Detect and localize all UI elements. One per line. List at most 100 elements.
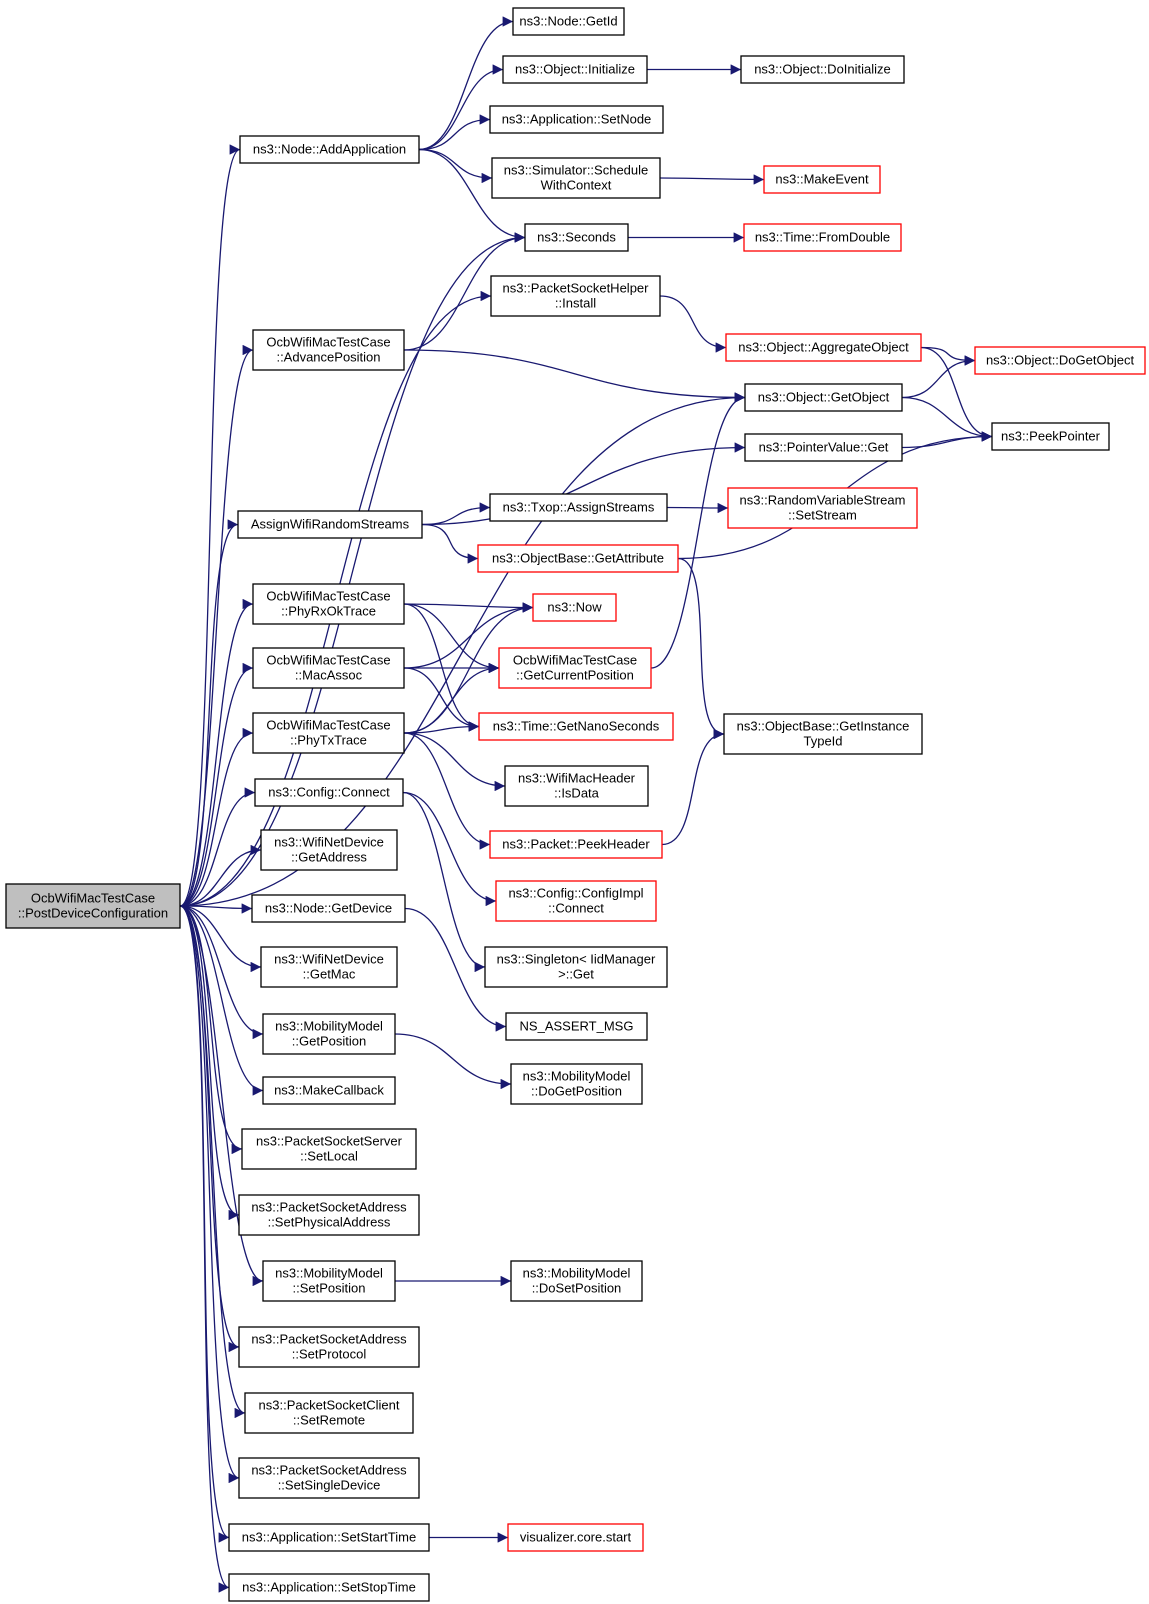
edge-objBaseGetAttr-to-objBaseGetInst xyxy=(677,557,725,740)
node-objBaseGetAttr[interactable]: ns3::ObjectBase::GetAttribute xyxy=(477,544,679,573)
node-appSetStop[interactable]: ns3::Application::SetStopTime xyxy=(228,1573,430,1602)
node-box xyxy=(489,493,668,522)
node-appSetNode[interactable]: ns3::Application::SetNode xyxy=(489,105,664,134)
edge-psHelperInstall-to-aggObj xyxy=(659,295,727,353)
node-rvsSetStream[interactable]: ns3::RandomVariableStream::SetStream xyxy=(727,487,918,529)
node-box xyxy=(262,1013,396,1055)
node-makeCallback[interactable]: ns3::MakeCallback xyxy=(262,1076,396,1105)
node-label: ns3::RandomVariableStream xyxy=(740,493,906,508)
edge-ptrValGet-to-peekPtr xyxy=(901,431,993,449)
node-label: ns3::WifiNetDevice xyxy=(274,835,384,850)
edge-simSched-to-makeEvent xyxy=(659,174,765,185)
node-phyRxOk[interactable]: OcbWifiMacTestCase::PhyRxOkTrace xyxy=(252,583,405,625)
node-box xyxy=(241,1128,417,1170)
node-box xyxy=(5,883,181,929)
node-appSetStart[interactable]: ns3::Application::SetStartTime xyxy=(228,1523,430,1552)
node-label: ns3::Seconds xyxy=(537,230,616,245)
edge-root-to-pscSetRemote xyxy=(179,905,246,1419)
node-label: NS_ASSERT_MSG xyxy=(520,1019,634,1034)
node-txopAssign[interactable]: ns3::Txop::AssignStreams xyxy=(489,493,668,522)
node-getNano[interactable]: ns3::Time::GetNanoSeconds xyxy=(478,712,674,741)
node-mmSetPos[interactable]: ns3::MobilityModel::SetPosition xyxy=(262,1260,396,1302)
node-assignWifi[interactable]: AssignWifiRandomStreams xyxy=(237,510,423,539)
edge-advPos-to-getObj xyxy=(403,349,746,403)
edge-assignWifi-to-txopAssign xyxy=(421,502,491,526)
node-box xyxy=(991,422,1110,451)
node-label: ns3::PacketSocketAddress xyxy=(251,1332,407,1347)
node-advPos[interactable]: OcbWifiMacTestCase::AdvancePosition xyxy=(252,329,405,371)
node-box xyxy=(740,55,905,84)
node-pscSetRemote[interactable]: ns3::PacketSocketClient::SetRemote xyxy=(244,1392,414,1434)
node-doGetObj[interactable]: ns3::Object::DoGetObject xyxy=(974,346,1146,375)
node-label: ::SetPosition xyxy=(293,1281,366,1296)
node-label: ::SetRemote xyxy=(293,1413,365,1428)
edge-root-to-advPos xyxy=(179,344,254,907)
node-peekHeader[interactable]: ns3::Packet::PeekHeader xyxy=(489,830,663,859)
node-box xyxy=(238,1194,420,1236)
node-label: WithContext xyxy=(541,178,612,193)
node-makeEvent[interactable]: ns3::MakeEvent xyxy=(763,165,881,194)
node-label: ns3::MobilityModel xyxy=(275,1019,383,1034)
node-label: ns3::Application::SetStartTime xyxy=(242,1530,416,1545)
node-psaSetSingle[interactable]: ns3::PacketSocketAddress::SetSingleDevic… xyxy=(238,1457,420,1499)
node-label: OcbWifiMacTestCase xyxy=(266,335,390,350)
node-nodeGetDevice[interactable]: ns3::Node::GetDevice xyxy=(251,894,406,923)
node-wndGetMac[interactable]: ns3::WifiNetDevice::GetMac xyxy=(260,946,398,988)
node-label: ns3::Object::DoInitialize xyxy=(754,62,891,77)
node-nodeGetId[interactable]: ns3::Node::GetId xyxy=(512,7,625,36)
node-wndGetAddr[interactable]: ns3::WifiNetDevice::GetAddress xyxy=(260,829,398,871)
node-ptrValGet[interactable]: ns3::PointerValue::Get xyxy=(744,433,903,462)
node-getObj[interactable]: ns3::Object::GetObject xyxy=(744,383,903,412)
node-cfgConnect[interactable]: ns3::Config::Connect xyxy=(254,778,404,807)
node-objDoInit[interactable]: ns3::Object::DoInitialize xyxy=(740,55,905,84)
node-singletonGet[interactable]: ns3::Singleton< IidManager>::Get xyxy=(484,946,668,988)
node-phyTx[interactable]: OcbWifiMacTestCase::PhyTxTrace xyxy=(252,712,405,754)
node-label: OcbWifiMacTestCase xyxy=(266,718,390,733)
node-label: ::PostDeviceConfiguration xyxy=(18,906,168,921)
node-isData[interactable]: ns3::WifiMacHeader::IsData xyxy=(504,765,649,807)
node-nodeAddApp[interactable]: ns3::Node::AddApplication xyxy=(239,135,420,164)
node-fromDouble[interactable]: ns3::Time::FromDouble xyxy=(743,223,902,252)
node-root[interactable]: OcbWifiMacTestCase::PostDeviceConfigurat… xyxy=(5,883,181,929)
edge-root-to-appSetStop xyxy=(179,905,230,1593)
edge-phyTx-to-peekHeader xyxy=(403,732,491,850)
node-aggObj[interactable]: ns3::Object::AggregateObject xyxy=(725,333,922,362)
node-label: ns3::Node::GetId xyxy=(519,14,617,29)
node-label: ns3::Object::DoGetObject xyxy=(986,353,1135,368)
node-label: ::Connect xyxy=(548,901,604,916)
node-psaSetPhys[interactable]: ns3::PacketSocketAddress::SetPhysicalAdd… xyxy=(238,1194,420,1236)
node-psHelperInstall[interactable]: ns3::PacketSocketHelper::Install xyxy=(490,275,661,317)
node-box xyxy=(228,1523,430,1552)
node-box xyxy=(504,765,649,807)
edge-root-to-psaSetProto xyxy=(179,905,240,1353)
edge-aggObj-to-doGetObj xyxy=(920,346,976,366)
node-peekPtr[interactable]: ns3::PeekPointer xyxy=(991,422,1110,451)
node-cfgImplConnect[interactable]: ns3::Config::ConfigImpl::Connect xyxy=(495,880,657,922)
node-seconds[interactable]: ns3::Seconds xyxy=(524,223,629,252)
node-label: ns3::Object::AggregateObject xyxy=(738,340,909,355)
node-mmDoGetPos[interactable]: ns3::MobilityModel::DoGetPosition xyxy=(510,1063,643,1105)
node-box xyxy=(489,830,663,859)
node-objInit[interactable]: ns3::Object::Initialize xyxy=(502,55,648,84)
node-box xyxy=(252,583,405,625)
node-label: ns3::Application::SetStopTime xyxy=(242,1580,416,1595)
node-macAssoc[interactable]: OcbWifiMacTestCase::MacAssoc xyxy=(252,647,405,689)
node-label: ns3::MobilityModel xyxy=(523,1266,631,1281)
node-psaSetProto[interactable]: ns3::PacketSocketAddress::SetProtocol xyxy=(238,1326,420,1368)
node-mmGetPos[interactable]: ns3::MobilityModel::GetPosition xyxy=(262,1013,396,1055)
node-nsAssert[interactable]: NS_ASSERT_MSG xyxy=(505,1012,648,1041)
edge-root-to-wndGetAddr xyxy=(179,844,262,907)
node-label: ns3::MobilityModel xyxy=(275,1266,383,1281)
node-now[interactable]: ns3::Now xyxy=(532,593,617,622)
node-pssSetLocal[interactable]: ns3::PacketSocketServer::SetLocal xyxy=(241,1128,417,1170)
edge-root-to-mmSetPos xyxy=(179,905,264,1287)
node-mmDoSetPos[interactable]: ns3::MobilityModel::DoSetPosition xyxy=(510,1260,643,1302)
node-vizStart[interactable]: visualizer.core.start xyxy=(507,1523,644,1552)
node-box xyxy=(254,778,404,807)
node-label: ns3::Simulator::Schedule xyxy=(504,163,649,178)
node-box xyxy=(478,712,674,741)
node-getCurPos[interactable]: OcbWifiMacTestCase::GetCurrentPosition xyxy=(498,647,652,689)
